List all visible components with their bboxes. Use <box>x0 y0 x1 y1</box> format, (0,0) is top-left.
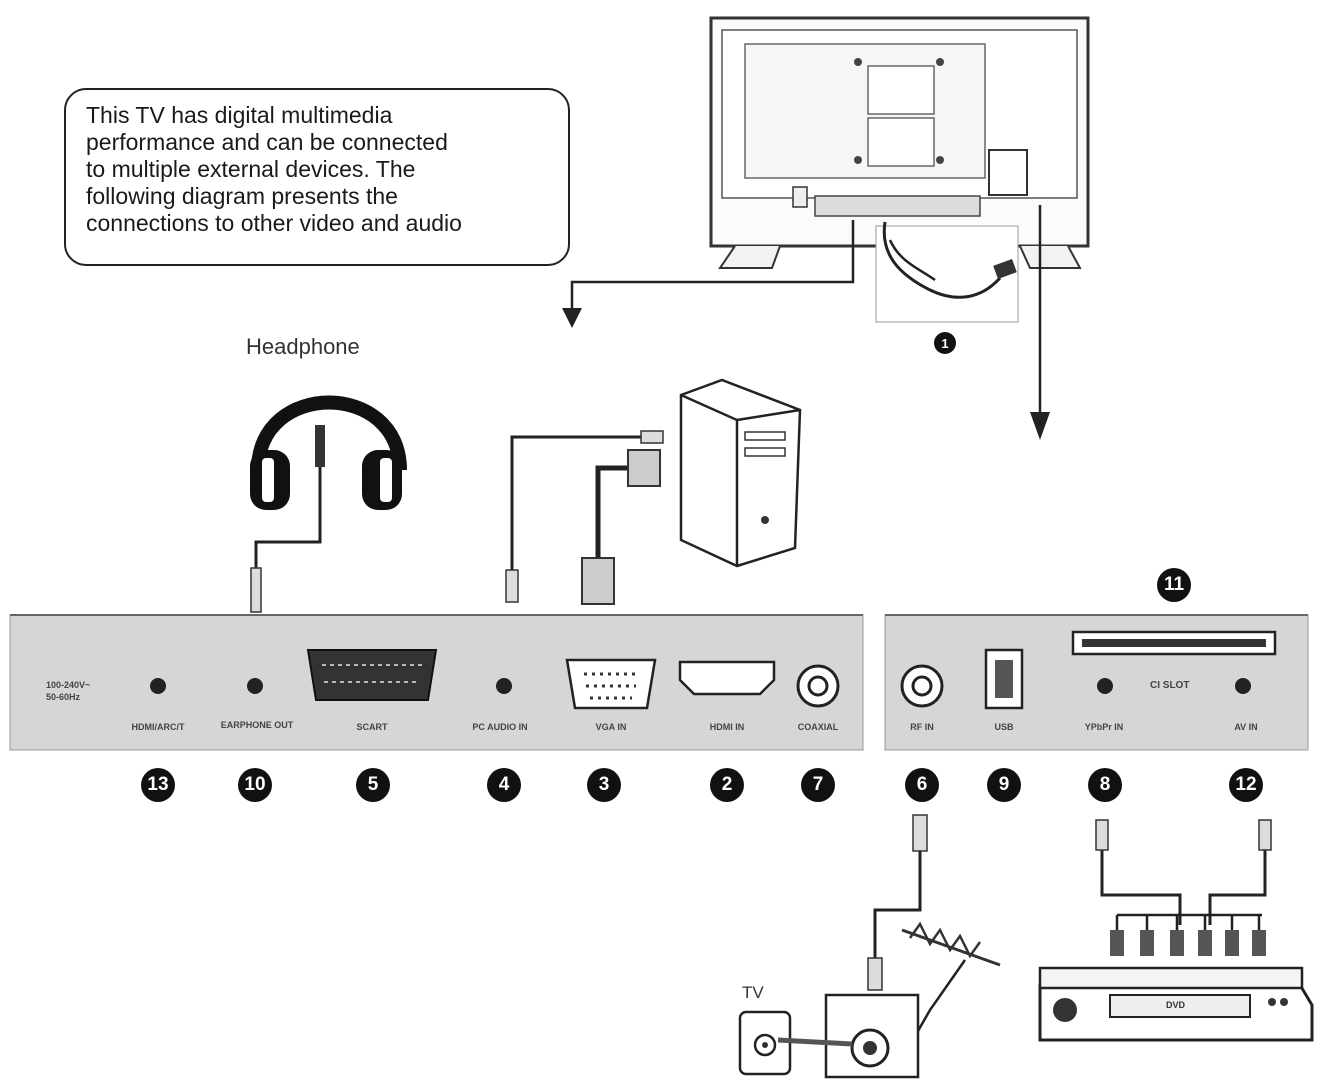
dvd-label: DVD <box>1166 1000 1186 1010</box>
marker-usb: 9 <box>987 768 1021 802</box>
scart-socket <box>306 649 438 701</box>
marker-pc-audio: 4 <box>487 768 521 802</box>
marker-ypbpr: 8 <box>1088 768 1122 802</box>
port-label-earphone: EARPHONE OUT <box>220 720 294 730</box>
marker-hdmi: 2 <box>710 768 744 802</box>
port-label-rf: RF IN <box>910 722 934 732</box>
pc-audio-jack <box>496 678 512 694</box>
port-label-hdmi-arc: HDMI/ARC/T <box>131 722 185 732</box>
ypbpr-jack <box>1097 678 1113 694</box>
ci-slot-label: CI SLOT <box>1150 680 1190 691</box>
hdmi-socket <box>678 660 776 696</box>
voltage-line-2: 50-60Hz <box>46 692 81 702</box>
marker-rf: 6 <box>905 768 939 802</box>
port-label-av: AV IN <box>1234 722 1258 732</box>
voltage-line-1: 100-240V~ <box>46 680 91 690</box>
callout-line-5: connections to other video and audio <box>86 210 462 236</box>
marker-vga: 3 <box>587 768 621 802</box>
port-label-pc-audio: PC AUDIO IN <box>472 722 528 732</box>
port-label-vga: VGA IN <box>595 722 627 732</box>
marker-coaxial: 7 <box>801 768 835 802</box>
earphone-jack <box>247 678 263 694</box>
marker-av: 12 <box>1229 768 1263 802</box>
callout-line-2: performance and can be connected <box>86 129 448 155</box>
av-jack <box>1235 678 1251 694</box>
port-label-coaxial: COAXIAL <box>797 722 839 732</box>
headphone-title: Headphone <box>246 334 360 359</box>
headphone-device <box>250 395 407 613</box>
tv-rear-view <box>709 16 1090 323</box>
callout-line-1: This TV has digital multimedia <box>86 102 393 128</box>
callout-line-3: to multiple external devices. The <box>86 156 416 182</box>
port-label-usb: USB <box>994 722 1014 732</box>
tv-socket-title: TV <box>742 983 764 1002</box>
marker-earphone: 10 <box>238 768 272 802</box>
port-label-scart: SCART <box>356 722 388 732</box>
port-label-hdmi: HDMI IN <box>709 722 745 732</box>
marker-ci-slot: 11 <box>1157 568 1191 602</box>
vga-socket <box>565 658 657 710</box>
pc-tower-device <box>505 378 802 605</box>
marker-scart: 5 <box>356 768 390 802</box>
port-label-ypbpr: YPbPr IN <box>1084 722 1124 732</box>
hdmi-arc-jack <box>150 678 166 694</box>
antenna-wall-socket <box>738 814 1001 1079</box>
dvd-player-device <box>1038 819 1314 1042</box>
right-connector-panel <box>884 614 1309 751</box>
left-connector-panel <box>9 614 864 751</box>
info-callout: This TV has digital multimedia performan… <box>64 88 570 266</box>
marker-hdmi-arc: 13 <box>141 768 175 802</box>
callout-line-4: following diagram presents the <box>86 183 398 209</box>
marker-power: 1 <box>934 332 956 354</box>
pointer-arrows <box>562 205 1050 440</box>
